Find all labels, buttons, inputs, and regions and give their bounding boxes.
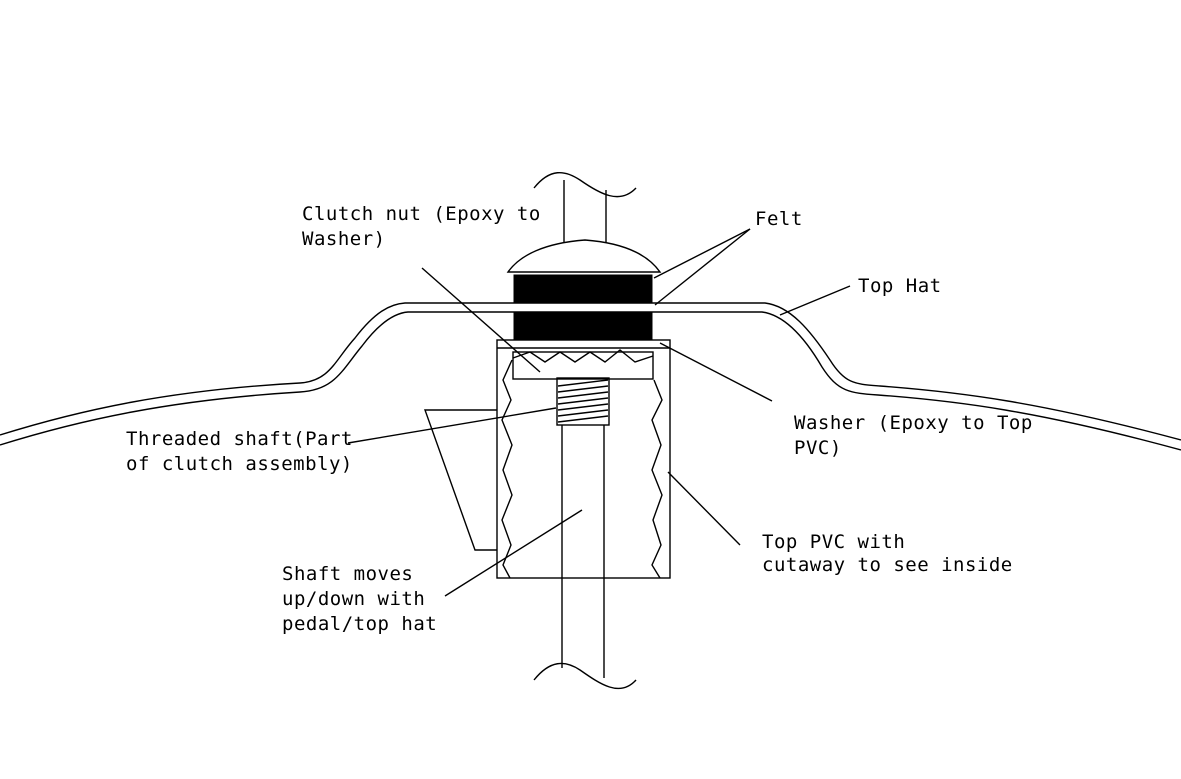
label-washer: Washer (Epoxy to Top PVC) — [794, 412, 1033, 459]
top-hat-cymbal — [0, 302, 1181, 451]
top-pvc — [496, 339, 671, 579]
label-clutch-nut: Clutch nut (Epoxy to Washer) — [302, 203, 541, 250]
washer — [512, 349, 654, 380]
felt-upper — [513, 274, 653, 304]
upper-shaft — [533, 172, 637, 243]
threaded-shaft — [556, 377, 610, 426]
side-bracket — [424, 409, 497, 551]
leader-lines — [347, 228, 851, 597]
label-top-pvc: Top PVC with cutaway to see inside — [762, 531, 1013, 576]
label-felt: Felt — [755, 208, 803, 230]
label-top-hat: Top Hat — [858, 275, 942, 297]
felt-lower — [513, 311, 653, 340]
clutch-dome — [506, 239, 662, 273]
lower-shaft — [533, 425, 637, 690]
label-threaded-shaft: Threaded shaft(Part of clutch assembly) — [126, 428, 353, 475]
label-shaft-moves: Shaft moves up/down with pedal/top hat — [282, 563, 438, 635]
